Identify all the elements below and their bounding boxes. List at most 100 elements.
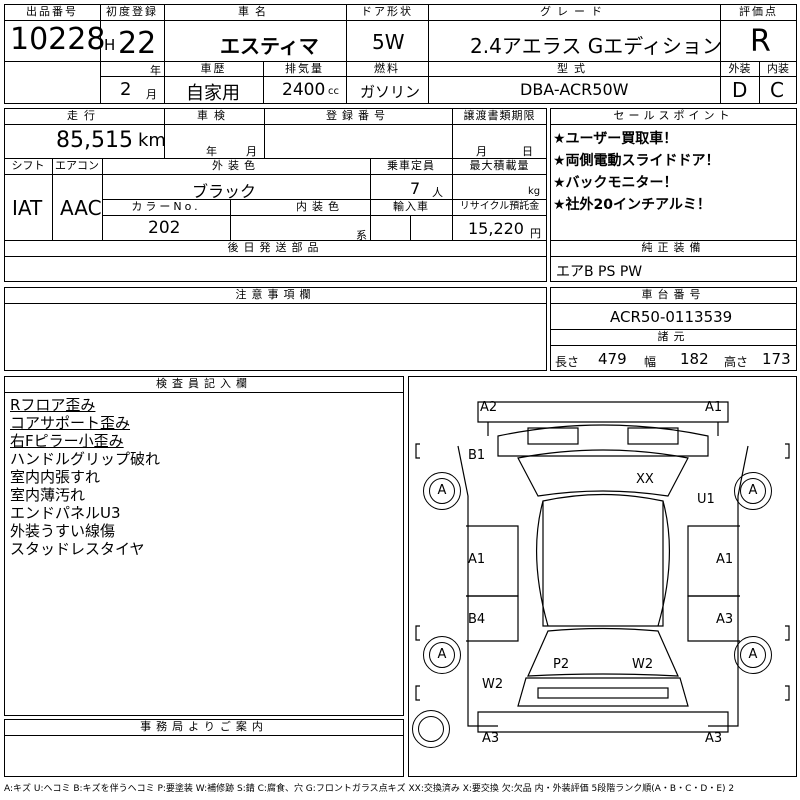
era-h: H (104, 36, 116, 54)
mileage-header: 走行 (67, 109, 101, 122)
exterior-score: D (732, 78, 748, 102)
sales-point-4: ★社外20インチアルミ！ (553, 197, 711, 213)
reg-year: 22 (118, 26, 157, 61)
right-rear-door (687, 595, 740, 642)
exterior-header: 外装 (728, 62, 751, 75)
office-box (4, 719, 404, 777)
mileage: 85,515 (56, 128, 133, 153)
damage-mark: B4 (468, 612, 486, 627)
doc-day-unit: 日 (522, 145, 533, 158)
sales-point-1: ★ユーザー買取車！ (553, 131, 678, 147)
inspector-note: スタッドレスタイヤ (10, 540, 145, 558)
tire-mark: A (429, 478, 455, 504)
tire-front-left: A (423, 472, 461, 510)
roof (542, 493, 664, 627)
ext-color-header: 外装色 (212, 159, 260, 172)
aircon: AAC (60, 196, 102, 220)
capacity: 7 (410, 179, 421, 198)
inspector-note: 室内薄汚れ (10, 486, 86, 504)
tire-rear-left: A (423, 636, 461, 674)
options-header: 純正装備 (641, 241, 706, 254)
notes-header: 注意事項欄 (235, 288, 316, 301)
width: 182 (680, 350, 709, 368)
height-label: 高さ (724, 355, 749, 369)
history-header: 車歴 (200, 62, 227, 75)
inspector-note: コアサポート歪み (10, 414, 131, 432)
notes-box (4, 287, 547, 371)
inspection-header: 車検 (197, 109, 231, 122)
rear-gate (517, 677, 689, 707)
recycle-header: リサイクル預託金 (459, 201, 540, 212)
lot-no: 10228 (10, 22, 106, 57)
sales-points-box (550, 108, 797, 282)
interior-header: 内装 (767, 62, 789, 75)
chassis-header: 車台番号 (641, 288, 706, 301)
door-type: 5W (372, 30, 405, 54)
car-diagram-box (408, 376, 797, 777)
spare-tire (412, 710, 450, 748)
reg-year-unit: 年 (150, 64, 161, 77)
door-header: ドア形状 (361, 5, 413, 18)
fuel-header: 燃料 (374, 62, 400, 75)
height: 173 (762, 350, 791, 368)
doc-month-unit: 月 (476, 145, 487, 158)
grade: 2.4アエラス Gエディション (470, 34, 722, 58)
car-diagram (415, 401, 790, 733)
max-load-header: 最大積載量 (469, 159, 530, 172)
damage-mark: A1 (705, 400, 723, 415)
windshield (517, 449, 689, 497)
left-rear-door (466, 595, 519, 642)
reg-month-unit: 月 (146, 88, 157, 101)
shift-header: シフト (11, 159, 45, 172)
damage-mark: XX (636, 472, 654, 487)
score: R (750, 24, 771, 59)
tire-mark: A (429, 642, 455, 668)
reg-month: 2 (120, 79, 132, 100)
int-color-unit: 系 (356, 229, 367, 242)
car-name-header: 車名 (238, 5, 272, 18)
load-unit: kg (528, 186, 541, 197)
sales-point-3: ★バックモニター！ (553, 175, 678, 191)
interior-score: C (770, 78, 784, 102)
damage-mark: A1 (468, 552, 486, 567)
inspector-note: 右Fピラー小歪み (10, 432, 124, 450)
legend: A:キズ U:ヘコミ B:キズを伴うヘコミ P:要塗装 W:補修跡 S:錆 C:… (4, 784, 735, 794)
shift: IAT (12, 196, 43, 220)
damage-mark: P2 (553, 657, 570, 672)
damage-mark: A1 (716, 552, 734, 567)
damage-mark: A2 (480, 400, 498, 415)
reg-no-header: 登録番号 (326, 109, 390, 122)
model-code-header: 型式 (557, 62, 591, 75)
insp-month-unit: 月 (246, 145, 257, 158)
tire-mark: A (740, 478, 766, 504)
recycle: 15,220 (468, 219, 524, 238)
damage-mark: U1 (697, 492, 715, 507)
damage-mark: A3 (482, 731, 500, 746)
inspector-note: Rフロア歪み (10, 396, 96, 414)
recycle-unit: 円 (530, 227, 541, 240)
damage-mark: A3 (705, 731, 723, 746)
capacity-header: 乗車定員 (387, 159, 435, 172)
tire-rear-right: A (734, 636, 772, 674)
import-header: 輸入車 (393, 200, 429, 213)
inspector-notes: Rフロア歪み コアサポート歪み 右Fピラー小歪み ハンドルグリップ破れ 室内内張… (10, 396, 160, 558)
tire-mark: A (740, 642, 766, 668)
damage-mark: W2 (482, 677, 504, 692)
length: 479 (598, 350, 627, 368)
model-code: DBA-ACR50W (520, 80, 629, 99)
vehicle-details (4, 108, 547, 282)
score-header: 評価点 (739, 5, 778, 18)
history: 自家用 (186, 83, 240, 104)
displacement-unit: cc (328, 86, 339, 97)
mileage-unit: km (138, 130, 166, 151)
rear-window (527, 627, 679, 677)
inspector-note: エンドパネルU3 (10, 504, 121, 522)
aircon-header: エアコン (55, 159, 99, 172)
displacement-header: 排気量 (285, 62, 324, 75)
lot-no-header: 出品番号 (26, 5, 78, 18)
capacity-unit: 人 (432, 186, 443, 199)
specs-header: 諸元 (657, 330, 690, 343)
color-no-header: カラーNo. (131, 200, 201, 213)
insp-year-unit: 年 (206, 145, 217, 158)
sales-points-header: セールスポイント (613, 109, 734, 122)
